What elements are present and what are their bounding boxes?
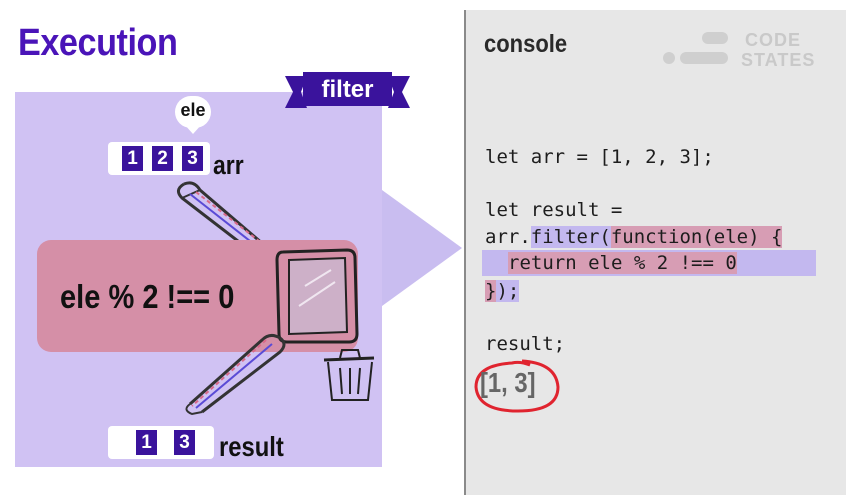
result-item: 1 xyxy=(136,430,157,455)
code-line-1: let arr = [1, 2, 3]; xyxy=(485,146,714,168)
escalator-top-icon xyxy=(177,181,271,260)
arr-item: 3 xyxy=(182,146,203,171)
console-title: console xyxy=(484,30,568,58)
filter-label: filter xyxy=(321,76,374,103)
code-filter-call: filter( xyxy=(530,226,611,248)
code-line-5: }); xyxy=(485,280,520,302)
arr-item: 1 xyxy=(122,146,143,171)
code-line-3: arr.filter(function(ele) { xyxy=(485,226,783,248)
arr-array-box: 1 2 3 xyxy=(108,142,210,175)
output-circle-annotation xyxy=(474,359,560,413)
ele-label: ele xyxy=(180,100,206,120)
code-close-paren: ); xyxy=(496,280,520,302)
code-arr-prefix: arr. xyxy=(485,226,531,248)
pointer-arrow xyxy=(382,190,462,306)
result-item: 3 xyxy=(174,430,195,455)
condition-text: ele % 2 !== 0 xyxy=(60,278,235,315)
code-callback: function(ele) { xyxy=(610,226,783,248)
result-array-box: 1 3 xyxy=(108,426,214,459)
ele-bubble xyxy=(175,96,211,128)
escalator-bottom-icon xyxy=(185,333,286,416)
code-close-brace: } xyxy=(485,280,497,302)
code-line-2: let result = xyxy=(485,199,623,221)
code-line-6: result; xyxy=(485,333,566,355)
arr-item: 2 xyxy=(152,146,173,171)
result-label: result xyxy=(219,431,284,462)
logo-text-states: STATES xyxy=(741,50,816,70)
trash-can-icon xyxy=(323,349,375,401)
code-line-4: return ele % 2 !== 0 xyxy=(508,252,737,274)
filter-screen-icon xyxy=(275,248,359,344)
filter-banner xyxy=(285,72,410,108)
logo-text-code: CODE xyxy=(745,30,802,50)
ele-bubble-tail xyxy=(184,124,202,134)
arr-label: arr xyxy=(213,150,244,180)
console-output: [1, 3] xyxy=(480,367,536,398)
execution-title: Execution xyxy=(18,22,178,64)
codestates-logo-icon xyxy=(663,32,728,64)
